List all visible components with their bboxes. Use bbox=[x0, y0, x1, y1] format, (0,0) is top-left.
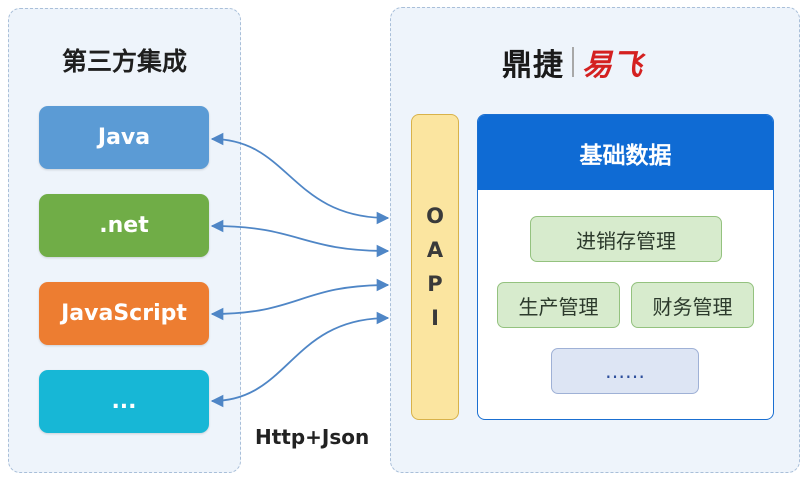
javascript-label: JavaScript bbox=[61, 301, 187, 326]
brand-cn-text: 鼎捷 bbox=[502, 48, 564, 83]
oapi-bar: O A P I bbox=[411, 114, 459, 420]
inventory-module: 进销存管理 bbox=[530, 216, 722, 262]
oapi-letter: I bbox=[431, 306, 439, 330]
finance-module: 财务管理 bbox=[631, 282, 754, 328]
javascript-box: JavaScript bbox=[39, 282, 209, 345]
dotnet-label: .net bbox=[99, 213, 149, 238]
javascript-oapi-arrow bbox=[210, 278, 390, 321]
more-label: ... bbox=[111, 389, 137, 414]
brand-logo: 鼎捷 易飞 bbox=[502, 40, 642, 84]
dotnet-box: .net bbox=[39, 194, 209, 257]
protocol-label: Http+Json bbox=[255, 425, 370, 449]
java-box: Java bbox=[39, 106, 209, 169]
more-modules: …… bbox=[551, 348, 699, 394]
oapi-letter: O bbox=[426, 204, 444, 228]
oapi-letter: A bbox=[426, 238, 444, 262]
dotnet-oapi-arrow bbox=[210, 219, 390, 258]
production-module: 生产管理 bbox=[497, 282, 620, 328]
java-label: Java bbox=[97, 125, 151, 150]
brand-separator bbox=[572, 47, 574, 77]
more-box: ... bbox=[39, 370, 209, 433]
more-oapi-arrow bbox=[210, 311, 390, 408]
basic-data-header: 基础数据 bbox=[478, 115, 773, 190]
third-party-title: 第三方集成 bbox=[61, 47, 187, 76]
oapi-letter: P bbox=[427, 272, 443, 296]
brand-product-text: 易飞 bbox=[582, 48, 642, 83]
java-oapi-arrow bbox=[210, 132, 390, 225]
